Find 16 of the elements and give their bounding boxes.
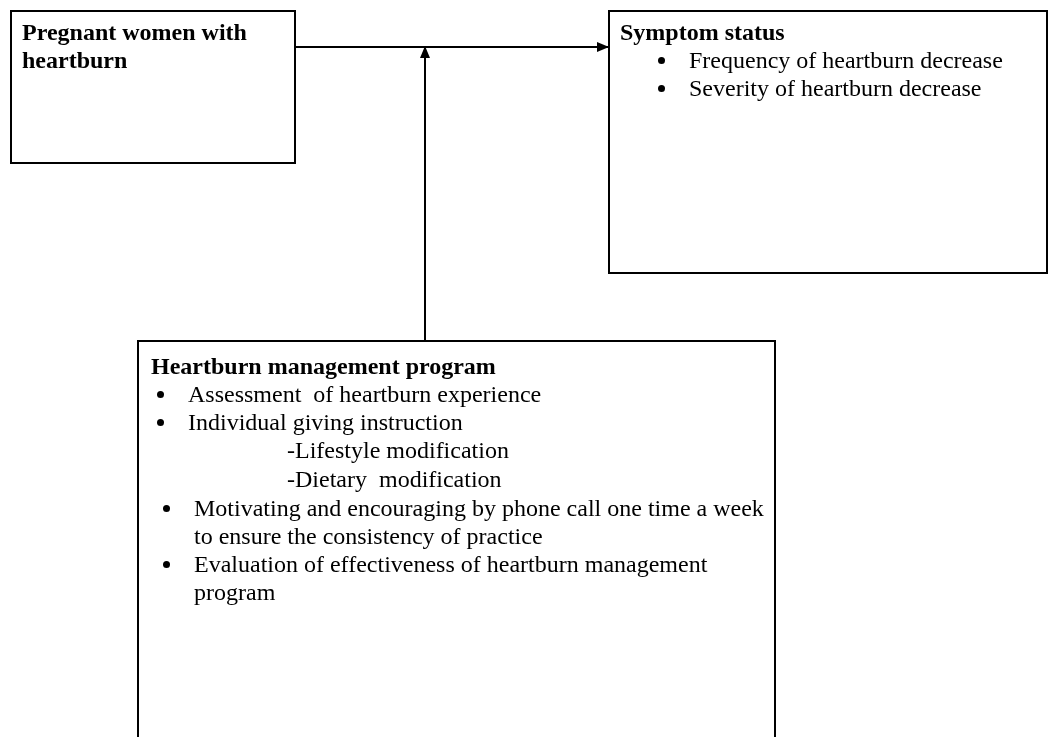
box-heading: Pregnant women with heartburn <box>22 18 248 74</box>
arrow <box>420 46 430 341</box>
bullet-text: Severity of heartburn decrease <box>689 74 982 102</box>
arrow <box>295 42 609 52</box>
text-box <box>10 10 296 164</box>
bullet-text: Motivating and encouraging by phone call one time a week to ensure the consistency of practice <box>194 494 765 550</box>
bullet-text: Frequency of heartburn decrease <box>689 46 1003 74</box>
sub-item-text: -Lifestyle modification <box>287 437 509 463</box>
sub-item-text: -Dietary modification <box>287 466 502 492</box>
box-heading: Symptom status <box>620 18 786 46</box>
text-box <box>608 10 1048 274</box>
bullet-text: Evaluation of effectiveness of heartburn management program <box>194 550 709 606</box>
bullet-text: Individual giving instruction <box>188 408 463 436</box>
text-box <box>137 340 776 737</box>
bullet-text: Assessment of heartburn experience <box>188 380 542 408</box>
box-heading: Heartburn management program <box>151 352 497 380</box>
